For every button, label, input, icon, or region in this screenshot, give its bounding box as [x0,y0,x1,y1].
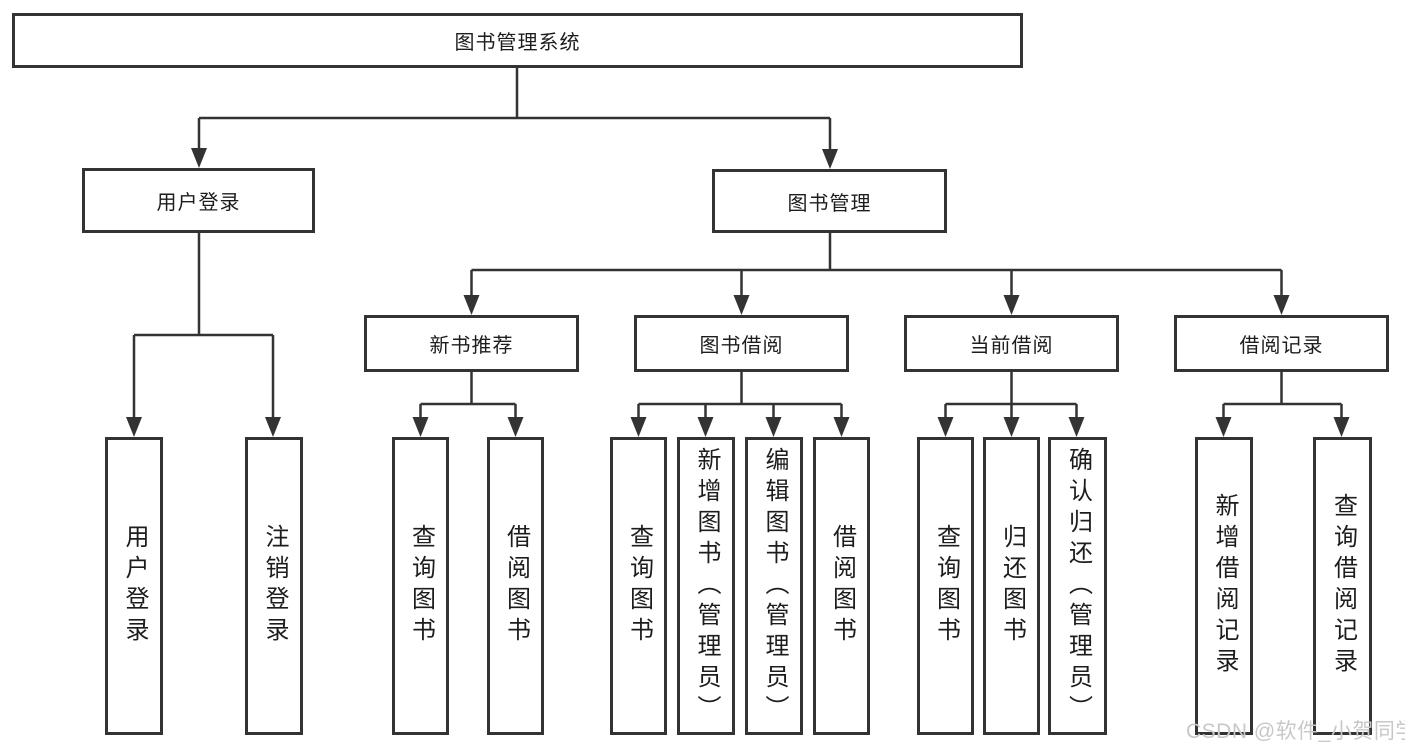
arrow-down-icon [463,295,480,315]
node-label: 借阅图书 [828,524,856,648]
node-label: 归还图书 [998,524,1026,648]
arrow-down-icon [937,417,954,437]
leaf-borrow-books-recommend: 借阅图书 [487,437,544,735]
node-label: 查询图书 [625,524,653,648]
node-user-login: 用户登录 [82,168,315,233]
node-label: 新增借阅记录 [1211,493,1238,679]
connector-current-borrowing [937,372,1085,437]
node-current-borrowing: 当前借阅 [904,315,1119,372]
node-label: 新增图书（管理员） [693,446,720,726]
node-label: 用户登录 [156,192,241,214]
node-label: 用户登录 [121,524,148,648]
node-library-management-system: 图书管理系统 [12,13,1023,68]
connector-borrow-records [1215,372,1350,437]
node-label: 确认归还（管理员） [1064,446,1092,726]
node-label: 新书推荐 [429,335,514,357]
node-label: 当前借阅 [969,335,1054,357]
arrow-down-icon [265,417,281,437]
arrow-down-icon [507,417,524,437]
node-label: 编辑图书（管理员） [761,446,788,726]
leaf-logout: 注销登录 [245,437,303,735]
leaf-user-login: 用户登录 [105,437,163,735]
connector-book-borrowing [630,372,850,437]
node-label: 注销登录 [261,524,288,648]
arrow-down-icon [1273,295,1290,315]
node-label: 图书管理 [787,192,872,215]
leaf-return-books: 归还图书 [983,437,1040,735]
node-label: 借阅图书 [502,524,530,648]
arrow-down-icon [1333,417,1350,437]
leaf-query-books-current: 查询图书 [917,437,974,735]
node-book-borrowing: 图书借阅 [634,315,849,372]
arrow-down-icon [733,295,750,315]
connector-book-management [463,233,1290,315]
connector-root [191,68,838,169]
leaf-query-books-borrowing: 查询图书 [610,437,667,735]
leaf-query-borrow-record: 查询借阅记录 [1313,437,1372,735]
node-label: 图书管理系统 [454,32,581,54]
node-label: 图书借阅 [699,335,784,357]
arrow-down-icon [126,417,142,437]
node-label: 借阅记录 [1239,335,1324,357]
watermark: CSDN @软件_小贺同学 [1186,720,1405,743]
arrow-down-icon [191,148,207,168]
leaf-confirm-return-admin: 确认归还（管理员） [1048,437,1107,735]
node-label: 查询借阅记录 [1329,493,1357,679]
arrow-down-icon [630,417,647,437]
arrow-down-icon [1003,295,1020,315]
arrow-down-icon [697,417,714,437]
leaf-borrow-books-borrowing: 借阅图书 [813,437,870,735]
connector-user-login [126,233,281,437]
arrow-down-icon [1003,417,1020,437]
arrow-down-icon [833,417,850,437]
leaf-query-books-recommend: 查询图书 [392,437,449,735]
arrow-down-icon [1068,417,1085,437]
node-label: 查询图书 [407,524,435,648]
node-borrow-records: 借阅记录 [1174,315,1389,372]
arrow-down-icon [412,417,429,437]
arrow-down-icon [822,149,838,169]
node-new-book-recommend: 新书推荐 [364,315,579,372]
arrow-down-icon [765,417,782,437]
node-label: 查询图书 [932,524,960,648]
arrow-down-icon [1215,417,1232,437]
leaf-edit-books-admin: 编辑图书（管理员） [745,437,803,735]
leaf-add-borrow-record: 新增借阅记录 [1195,437,1253,735]
leaf-add-books-admin: 新增图书（管理员） [677,437,735,735]
connector-new-book-recommend [412,372,524,437]
node-book-management: 图书管理 [712,169,947,233]
